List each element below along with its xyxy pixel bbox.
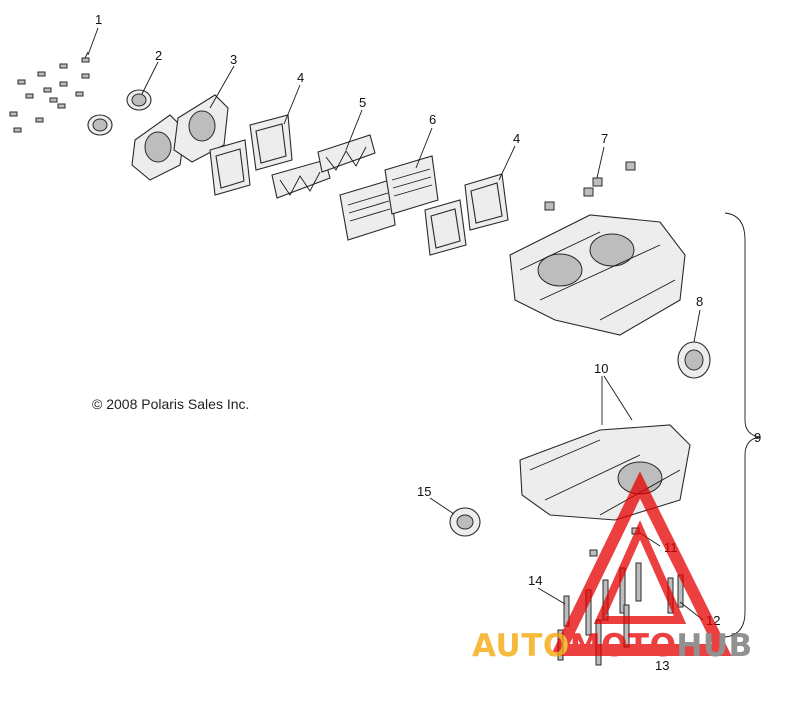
watermark-triangle (550, 471, 732, 656)
upper-crankcase (509, 214, 686, 336)
copyright-text: © 2008 Polaris Sales Inc. (92, 396, 249, 412)
oil-seal-left (449, 507, 481, 537)
clamps (87, 89, 152, 136)
watermark-moto: MOTO (570, 628, 677, 664)
callout-4b: 4 (513, 131, 520, 146)
reed-valves (271, 134, 376, 199)
oil-seal-right (677, 341, 711, 379)
callout-7: 7 (601, 131, 608, 146)
callout-2: 2 (155, 48, 162, 63)
callout-13: 13 (655, 658, 669, 673)
callout-15: 15 (417, 484, 431, 499)
callout-6: 6 (429, 112, 436, 127)
callout-9: 9 (754, 430, 761, 445)
intake-flanges (131, 94, 229, 181)
svg-text:AUTOMOTOHUB: AUTOMOTOHUB (472, 628, 753, 664)
callout-14: 14 (528, 573, 542, 588)
dowel-pins (544, 161, 636, 211)
leader-lines (87, 27, 704, 621)
callout-8: 8 (696, 294, 703, 309)
callout-1: 1 (95, 12, 102, 27)
lower-crankcase (519, 424, 691, 521)
reed-cages (339, 155, 439, 241)
assembly-bracket (724, 212, 761, 638)
callout-5: 5 (359, 95, 366, 110)
gaskets-right (424, 173, 509, 256)
callout-10: 10 (594, 361, 608, 376)
gaskets-left (209, 114, 293, 196)
callout-3: 3 (230, 52, 237, 67)
screws (9, 51, 90, 133)
watermark-hub: HUB (676, 628, 752, 664)
watermark-auto: AUTO (472, 628, 570, 664)
watermark-logo: AUTOMOTOHUB (472, 471, 753, 664)
callout-4: 4 (297, 70, 304, 85)
